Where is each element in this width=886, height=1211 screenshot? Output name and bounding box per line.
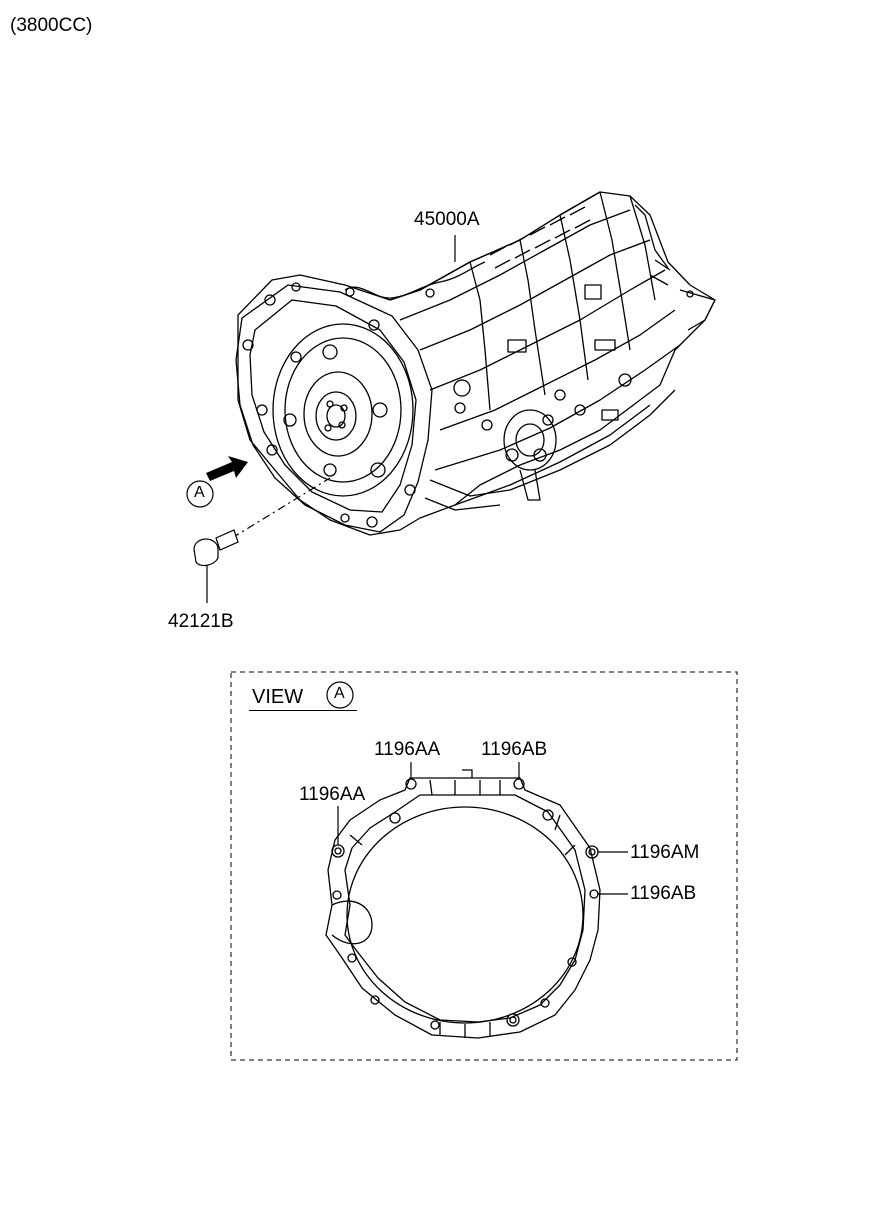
part-label-45000a[interactable]: 45000A (414, 209, 480, 230)
view-title: VIEW (252, 686, 304, 708)
view-a-frame (230, 671, 738, 1061)
view-title-underline (249, 710, 357, 711)
callout-1196aa-top[interactable]: 1196AA (374, 739, 441, 760)
bell-housing-flange (325, 769, 601, 1039)
callout-1196am[interactable]: 1196AM (630, 842, 700, 863)
callout-1196ab-right[interactable]: 1196AB (630, 883, 697, 904)
callout-1196aa-left[interactable]: 1196AA (299, 784, 366, 805)
view-a-arrow (186, 456, 248, 508)
transmission-assembly (235, 191, 716, 536)
view-marker-letter: A (334, 685, 345, 702)
view-marker-circle (326, 681, 354, 709)
callout-1196ab-top[interactable]: 1196AB (481, 739, 548, 760)
engine-label: (3800CC) (10, 15, 93, 36)
view-leaders (337, 762, 628, 895)
centerline (231, 477, 331, 539)
plug-part (193, 477, 331, 603)
arrow-marker-letter: A (194, 484, 205, 501)
part-label-42121b[interactable]: 42121B (168, 611, 234, 632)
